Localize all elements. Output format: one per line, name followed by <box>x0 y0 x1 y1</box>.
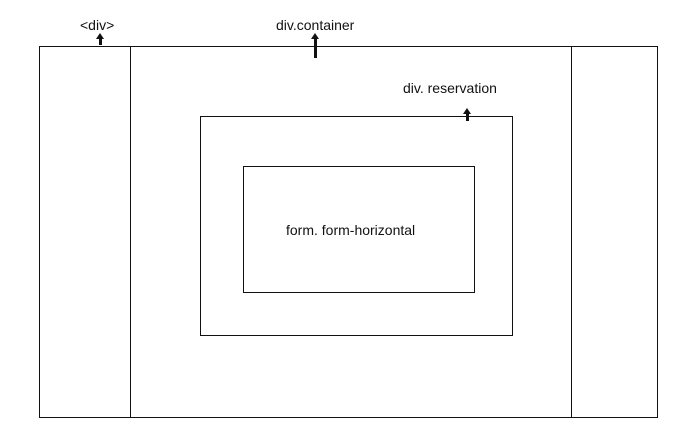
container-label: div.container <box>276 17 355 33</box>
container-box <box>130 46 572 418</box>
div-label: <div> <box>80 17 115 33</box>
form-box <box>243 166 475 293</box>
outer-div-box <box>39 46 658 418</box>
reservation-box <box>200 116 513 336</box>
reservation-label: div. reservation <box>403 80 497 96</box>
form-label: form. form-horizontal <box>286 222 416 238</box>
